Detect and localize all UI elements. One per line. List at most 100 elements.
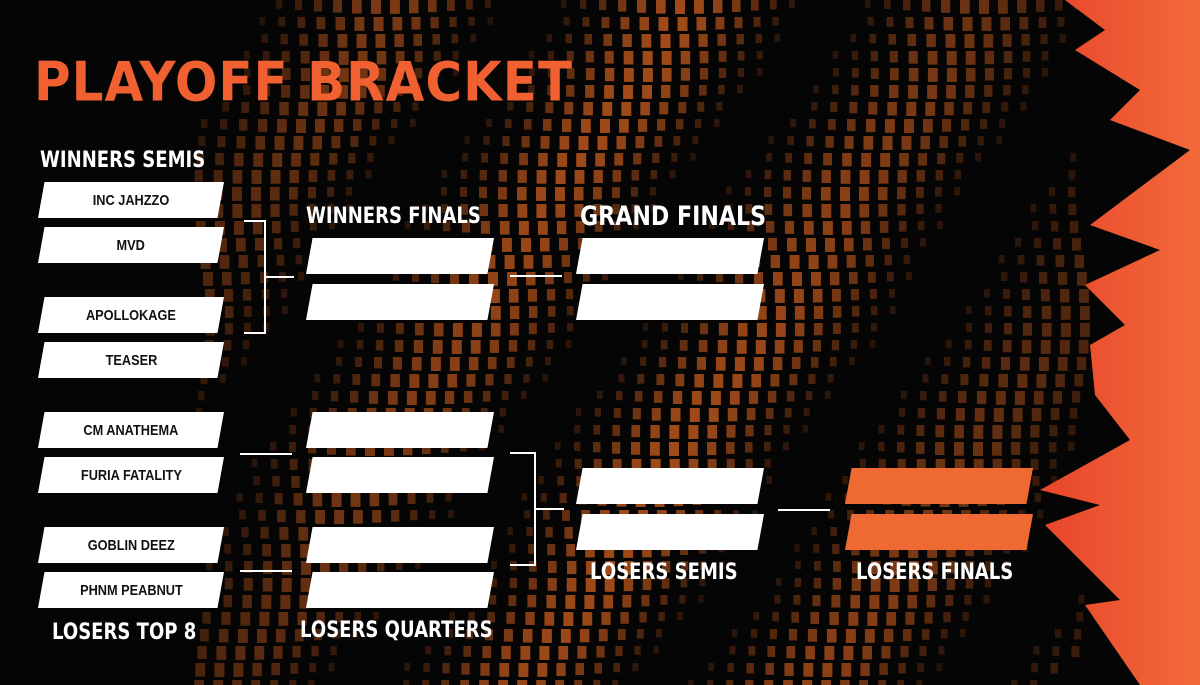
pattern-dot	[395, 51, 405, 64]
winners-semis-slot-1[interactable]: INC JAHZZO	[38, 182, 224, 218]
pattern-dot	[291, 153, 301, 167]
pattern-dot	[736, 34, 744, 45]
losers-top8-slot-4[interactable]: PHNM PEABNUT	[38, 572, 224, 608]
pattern-dot	[764, 425, 772, 436]
pattern-dot	[783, 170, 792, 181]
pattern-dot	[538, 153, 548, 167]
pattern-dot	[886, 612, 897, 626]
pattern-dot	[1059, 340, 1070, 354]
losers-quarters-slot-1[interactable]	[306, 412, 494, 448]
pattern-dot	[328, 663, 335, 672]
pattern-dot	[468, 17, 475, 26]
pattern-dot	[451, 34, 459, 44]
pattern-dot	[338, 68, 349, 82]
pattern-dot	[559, 136, 570, 150]
pattern-dot	[612, 459, 622, 472]
pattern-dot	[1036, 255, 1045, 266]
pattern-dot	[726, 459, 735, 471]
pattern-dot	[983, 289, 990, 298]
pattern-dot	[502, 136, 510, 147]
pattern-dot	[660, 340, 668, 350]
losers-top8-slot-2[interactable]: FURIA FATALITY	[38, 457, 224, 493]
pattern-dot	[746, 221, 755, 232]
pattern-dot	[983, 340, 992, 351]
pattern-dot	[547, 544, 556, 556]
pattern-dot	[860, 663, 870, 676]
pattern-dot	[1022, 51, 1031, 62]
pattern-dot	[300, 544, 311, 558]
pattern-dot	[737, 85, 743, 94]
grand-finals-slot-2[interactable]	[576, 284, 764, 320]
pattern-dot	[596, 391, 603, 399]
pattern-dot	[236, 493, 243, 502]
pattern-dot	[650, 204, 656, 212]
pattern-dot	[1031, 663, 1038, 673]
pattern-dot	[490, 306, 501, 320]
pattern-dot	[547, 68, 555, 78]
pattern-dot	[941, 0, 951, 13]
pattern-dot	[300, 51, 310, 64]
pattern-dot	[992, 442, 1002, 456]
pattern-dot	[692, 136, 699, 145]
pattern-dot	[831, 340, 840, 351]
losers-quarters-slot-4[interactable]	[306, 572, 494, 608]
pattern-dot	[422, 204, 429, 213]
pattern-dot	[464, 136, 470, 144]
winners-semis-slot-2[interactable]: MVD	[38, 227, 224, 263]
pattern-dot	[1040, 34, 1048, 45]
winners-semis-slot-3[interactable]: APOLLOKAGE	[38, 297, 224, 333]
pattern-dot	[263, 561, 273, 574]
pattern-dot	[901, 136, 912, 150]
pattern-dot	[784, 221, 795, 234]
pattern-dot	[258, 119, 268, 132]
losers-finals-slot-1[interactable]	[845, 468, 1033, 504]
winners-semis-slot-4[interactable]: TEASER	[38, 342, 224, 378]
pattern-dot	[1011, 425, 1021, 439]
pattern-dot	[529, 561, 537, 572]
pattern-dot	[562, 510, 570, 521]
pattern-dot	[1072, 238, 1081, 251]
pattern-dot	[795, 561, 801, 570]
pattern-dot	[773, 272, 783, 286]
pattern-dot	[331, 493, 342, 507]
pattern-dot	[519, 153, 528, 166]
pattern-dot	[243, 544, 252, 556]
pattern-dot	[1002, 289, 1010, 299]
losers-top8-slot-1[interactable]: CM ANATHEMA	[38, 412, 224, 448]
losers-quarters-slot-2[interactable]	[306, 457, 494, 493]
winners-finals-slot-1[interactable]	[306, 238, 494, 274]
pattern-dot	[586, 561, 596, 575]
losers-semis-slot-1[interactable]	[576, 468, 764, 504]
losers-finals-slot-2[interactable]	[845, 514, 1033, 550]
pattern-dot	[562, 119, 572, 133]
grand-finals-slot-1[interactable]	[576, 238, 764, 274]
pattern-dot	[237, 629, 248, 643]
connector-line	[534, 452, 536, 566]
pattern-dot	[203, 272, 213, 286]
pattern-dot	[1040, 289, 1050, 302]
pattern-dot	[599, 0, 607, 11]
pattern-dot	[715, 357, 726, 371]
pattern-dot	[1020, 272, 1028, 283]
pattern-dot	[958, 136, 967, 147]
pattern-dot	[963, 102, 973, 115]
pattern-dot	[235, 646, 246, 660]
pattern-dot	[916, 425, 925, 436]
pattern-dot	[813, 578, 822, 589]
pattern-dot	[849, 102, 858, 114]
pattern-dot	[479, 187, 487, 199]
pattern-dot	[962, 612, 969, 621]
pattern-dot	[661, 544, 670, 557]
losers-quarters-slot-3[interactable]	[306, 527, 494, 563]
pattern-dot	[1031, 408, 1042, 422]
pattern-dot	[765, 408, 774, 419]
pattern-dot	[942, 119, 952, 132]
winners-finals-slot-2[interactable]	[306, 284, 494, 320]
pattern-dot	[783, 204, 793, 217]
pattern-dot	[460, 187, 467, 197]
losers-semis-slot-2[interactable]	[576, 514, 764, 550]
losers-top8-slot-3[interactable]: GOBLIN DEEZ	[38, 527, 224, 563]
pattern-dot	[452, 68, 459, 76]
pattern-dot	[973, 442, 983, 456]
pattern-dot	[806, 136, 814, 147]
